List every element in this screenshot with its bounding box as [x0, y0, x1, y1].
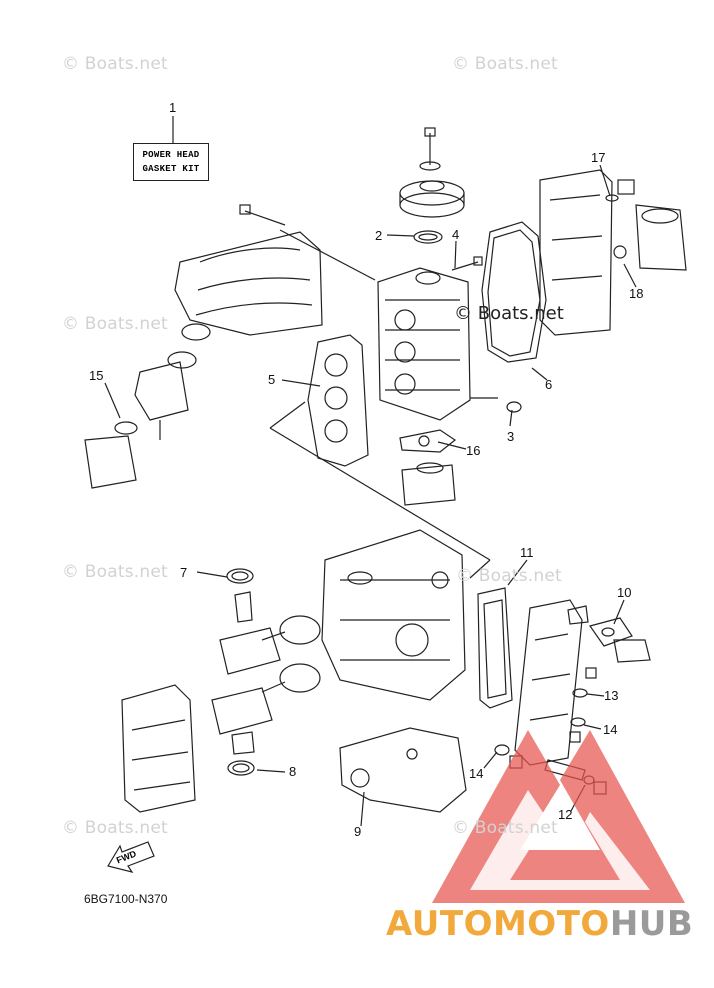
- callout-2: 2: [375, 228, 383, 243]
- callout-1: 1: [169, 100, 177, 115]
- callout-14b: 14: [469, 766, 484, 781]
- callout-6: 6: [545, 377, 553, 392]
- callout-10: 10: [617, 585, 632, 600]
- watermark-text: © Boats.net: [62, 54, 168, 74]
- watermark-text: © Boats.net: [62, 314, 168, 334]
- brand-part2: HUB: [609, 904, 694, 944]
- kit-label-line2: GASKET KIT: [142, 164, 200, 174]
- watermark-text: © Boats.net: [452, 54, 558, 74]
- kit-label-line1: POWER HEAD: [142, 150, 200, 160]
- brand-wordmark: AUTOMOTOHUB: [386, 904, 693, 944]
- callout-15: 15: [89, 368, 104, 383]
- watermark-text: © Boats.net: [456, 566, 562, 586]
- callout-8: 8: [289, 764, 297, 779]
- callout-9: 9: [354, 824, 362, 839]
- watermark-text: © Boats.net: [62, 562, 168, 582]
- watermark-text: © Boats.net: [62, 818, 168, 838]
- brand-part1: AUTOMOTO: [386, 904, 610, 944]
- callout-4: 4: [452, 227, 460, 242]
- callout-13: 13: [604, 688, 619, 703]
- power-head-gasket-kit-label: POWER HEAD GASKET KIT: [133, 143, 209, 181]
- callout-17: 17: [591, 150, 606, 165]
- callout-18: 18: [629, 286, 644, 301]
- callout-14a: 14: [603, 722, 618, 737]
- diagram-code: 6BG7100-N370: [84, 892, 168, 906]
- brand-logo-triangle: [432, 730, 685, 903]
- callout-5: 5: [268, 372, 276, 387]
- watermark-text: © Boats.net: [452, 818, 558, 838]
- center-watermark: © Boats.net: [454, 303, 564, 324]
- callout-3: 3: [507, 429, 515, 444]
- callout-11: 11: [520, 545, 534, 560]
- callout-12: 12: [558, 807, 573, 822]
- callout-7: 7: [180, 565, 188, 580]
- callout-16: 16: [466, 443, 481, 458]
